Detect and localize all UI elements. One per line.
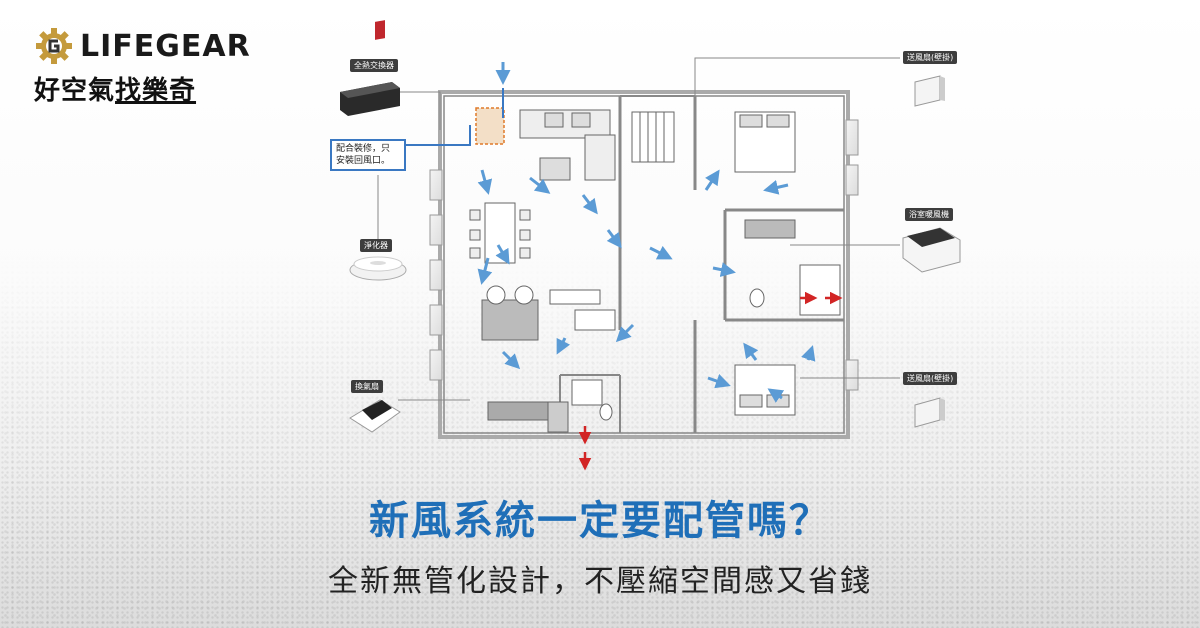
purifier-label: 淨化器 bbox=[360, 239, 392, 252]
gear-logo-icon bbox=[36, 28, 72, 64]
erv-return-grille bbox=[475, 107, 505, 145]
furniture bbox=[469, 109, 841, 433]
airflow-arrows bbox=[477, 62, 816, 403]
purifier-icon bbox=[349, 256, 407, 281]
floor-plan-diagram bbox=[340, 20, 961, 471]
supply-fan-icon bbox=[914, 75, 945, 107]
erv-label: 全熱交換器 bbox=[350, 59, 398, 72]
erv-unit-icon bbox=[340, 20, 400, 116]
leader-lines bbox=[377, 57, 900, 401]
vent-fan-icon bbox=[349, 399, 401, 433]
brand-name: LIFEGEAR bbox=[80, 28, 251, 64]
exhaust-arrows bbox=[578, 291, 843, 471]
headline-title: 新風系統一定要配管嗎？ bbox=[369, 498, 831, 544]
brand-logo: LIFEGEAR 好空氣找樂奇 bbox=[34, 26, 251, 107]
windows bbox=[429, 119, 859, 391]
return-vent-callout: 配合裝修，只 安裝回風口。 bbox=[330, 139, 406, 171]
bath-heater-icon bbox=[902, 227, 961, 273]
duct-lines bbox=[395, 88, 504, 146]
bath-heater-label: 浴室暖風機 bbox=[905, 208, 953, 221]
supply-fan-icon bbox=[914, 397, 945, 428]
brand-slogan: 好空氣找樂奇 bbox=[34, 76, 197, 106]
supply-fan-label-bottom: 送風扇(壁掛) bbox=[903, 372, 958, 385]
supply-fan-label-top: 送風扇(壁掛) bbox=[903, 51, 958, 64]
vent-fan-label: 換氣扇 bbox=[351, 380, 383, 393]
headline-subtitle: 全新無管化設計，不壓縮空間感又省錢 bbox=[328, 564, 872, 599]
